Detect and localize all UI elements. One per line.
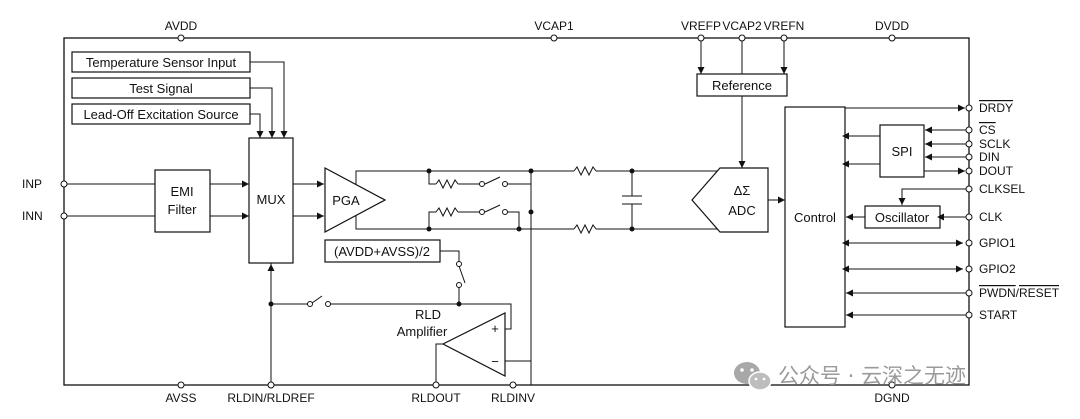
temp-sensor-label: Temperature Sensor Input — [86, 55, 237, 70]
pin-pwdn-separator: / — [1016, 286, 1020, 300]
rld-label-line1: RLD — [415, 307, 441, 322]
wechat-icon — [734, 362, 772, 391]
pin-rldout-label: RLDOUT — [411, 391, 461, 405]
emi-filter-block: EMI Filter — [154, 169, 211, 233]
pga-label: PGA — [332, 193, 360, 208]
pin-start-label: START — [979, 308, 1018, 322]
rld-label-line2: Amplifier — [397, 324, 448, 339]
pin-clk-label: CLK — [979, 210, 1002, 224]
test-signal-block: Test Signal — [71, 77, 251, 99]
pin-avss: AVSS — [165, 381, 197, 405]
input-wires — [67, 180, 249, 220]
pin-din-label: DIN — [979, 150, 1000, 164]
pin-avdd: AVDD — [165, 19, 198, 42]
lead-off-label: Lead-Off Excitation Source — [83, 107, 238, 122]
pin-pwdn-reset-label: PWDN/RESET — [979, 286, 1060, 300]
signal-path — [355, 165, 740, 385]
pin-dout-label: DOUT — [979, 164, 1014, 178]
pin-dgnd: DGND — [874, 381, 910, 405]
lead-off-block: Lead-Off Excitation Source — [71, 103, 251, 125]
pin-avss-label: AVSS — [165, 391, 196, 405]
rld-amp-minus: − — [491, 354, 499, 369]
reference-wires — [697, 41, 788, 168]
avdd-avss-half-block: (AVDD+AVSS)/2 — [324, 239, 441, 263]
pin-inn-label: INN — [22, 209, 43, 223]
control-block: Control — [784, 106, 846, 328]
pin-rldout: RLDOUT — [411, 381, 461, 405]
right-pin-labels: DRDY CS SCLK DIN DOUT CLKSEL CLK GPIO1 G… — [979, 101, 1060, 322]
pin-vrefn-label: VREFN — [764, 19, 805, 33]
spi-block: SPI — [879, 124, 925, 178]
pin-rldinv: RLDINV — [491, 381, 535, 405]
pin-inp: INP — [22, 177, 68, 191]
digital-wires — [842, 104, 966, 319]
pin-dvdd: DVDD — [875, 19, 909, 42]
source-wires — [250, 61, 288, 138]
temp-sensor-block: Temperature Sensor Input — [71, 51, 251, 73]
rld-wires — [267, 250, 512, 385]
pin-vcap2-label: VCAP2 — [722, 19, 762, 33]
oscillator-label: Oscillator — [875, 210, 930, 225]
pin-avdd-label: AVDD — [165, 19, 198, 33]
pin-dgnd-label: DGND — [874, 391, 910, 405]
pin-dvdd-label: DVDD — [875, 19, 909, 33]
adc-label-line2: ADC — [728, 203, 755, 218]
pin-vrefp: VREFP — [681, 19, 721, 42]
pin-vrefp-label: VREFP — [681, 19, 721, 33]
emi-label-line2: Filter — [168, 202, 198, 217]
adc-label-line1: ΔΣ — [734, 183, 751, 198]
oscillator-block: Oscillator — [864, 205, 941, 229]
rld-amplifier: + − RLD Amplifier — [397, 307, 506, 377]
pin-gpio2-label: GPIO2 — [979, 262, 1016, 276]
pin-reset-label: RESET — [1019, 286, 1060, 300]
avdd-avss-half-label: (AVDD+AVSS)/2 — [334, 244, 430, 259]
pin-rldinv-label: RLDINV — [491, 391, 535, 405]
pin-clksel-label: CLKSEL — [979, 182, 1025, 196]
right-pin-circles — [965, 104, 973, 319]
mux-label: MUX — [257, 192, 286, 207]
watermark-text: 公众号 · 云深之无迹 — [778, 364, 966, 388]
pga-block: PGA — [324, 167, 387, 233]
pin-vcap1-label: VCAP1 — [534, 19, 574, 33]
control-label: Control — [794, 210, 836, 225]
adc-block: ΔΣ ADC — [691, 167, 769, 233]
pin-cs-label: CS — [979, 123, 996, 137]
rld-junctions — [268, 261, 462, 307]
spi-label: SPI — [892, 144, 913, 159]
pin-rldin-rldref-label: RLDIN/RLDREF — [227, 391, 314, 405]
pin-vcap1: VCAP1 — [534, 19, 574, 42]
pin-rldin-rldref: RLDIN/RLDREF — [227, 381, 315, 405]
pin-sclk-label: SCLK — [979, 137, 1010, 151]
mux-to-pga-wires — [293, 180, 324, 220]
emi-label-line1: EMI — [170, 184, 193, 199]
pin-inp-label: INP — [22, 177, 42, 191]
watermark: 公众号 · 云深之无迹 — [734, 362, 966, 391]
reference-block: Reference — [696, 73, 788, 97]
pin-pwdn-label: PWDN — [979, 286, 1016, 300]
rld-amp-plus: + — [491, 321, 499, 336]
test-signal-label: Test Signal — [129, 81, 193, 96]
pin-inn: INN — [22, 209, 68, 223]
mux-block: MUX — [248, 137, 294, 264]
signal-junctions — [426, 168, 635, 232]
pin-drdy-label: DRDY — [979, 101, 1013, 115]
reference-label: Reference — [712, 78, 772, 93]
switch-contacts — [479, 181, 508, 215]
pin-gpio1-label: GPIO1 — [979, 236, 1016, 250]
pin-vcap2: VCAP2 — [722, 19, 762, 42]
